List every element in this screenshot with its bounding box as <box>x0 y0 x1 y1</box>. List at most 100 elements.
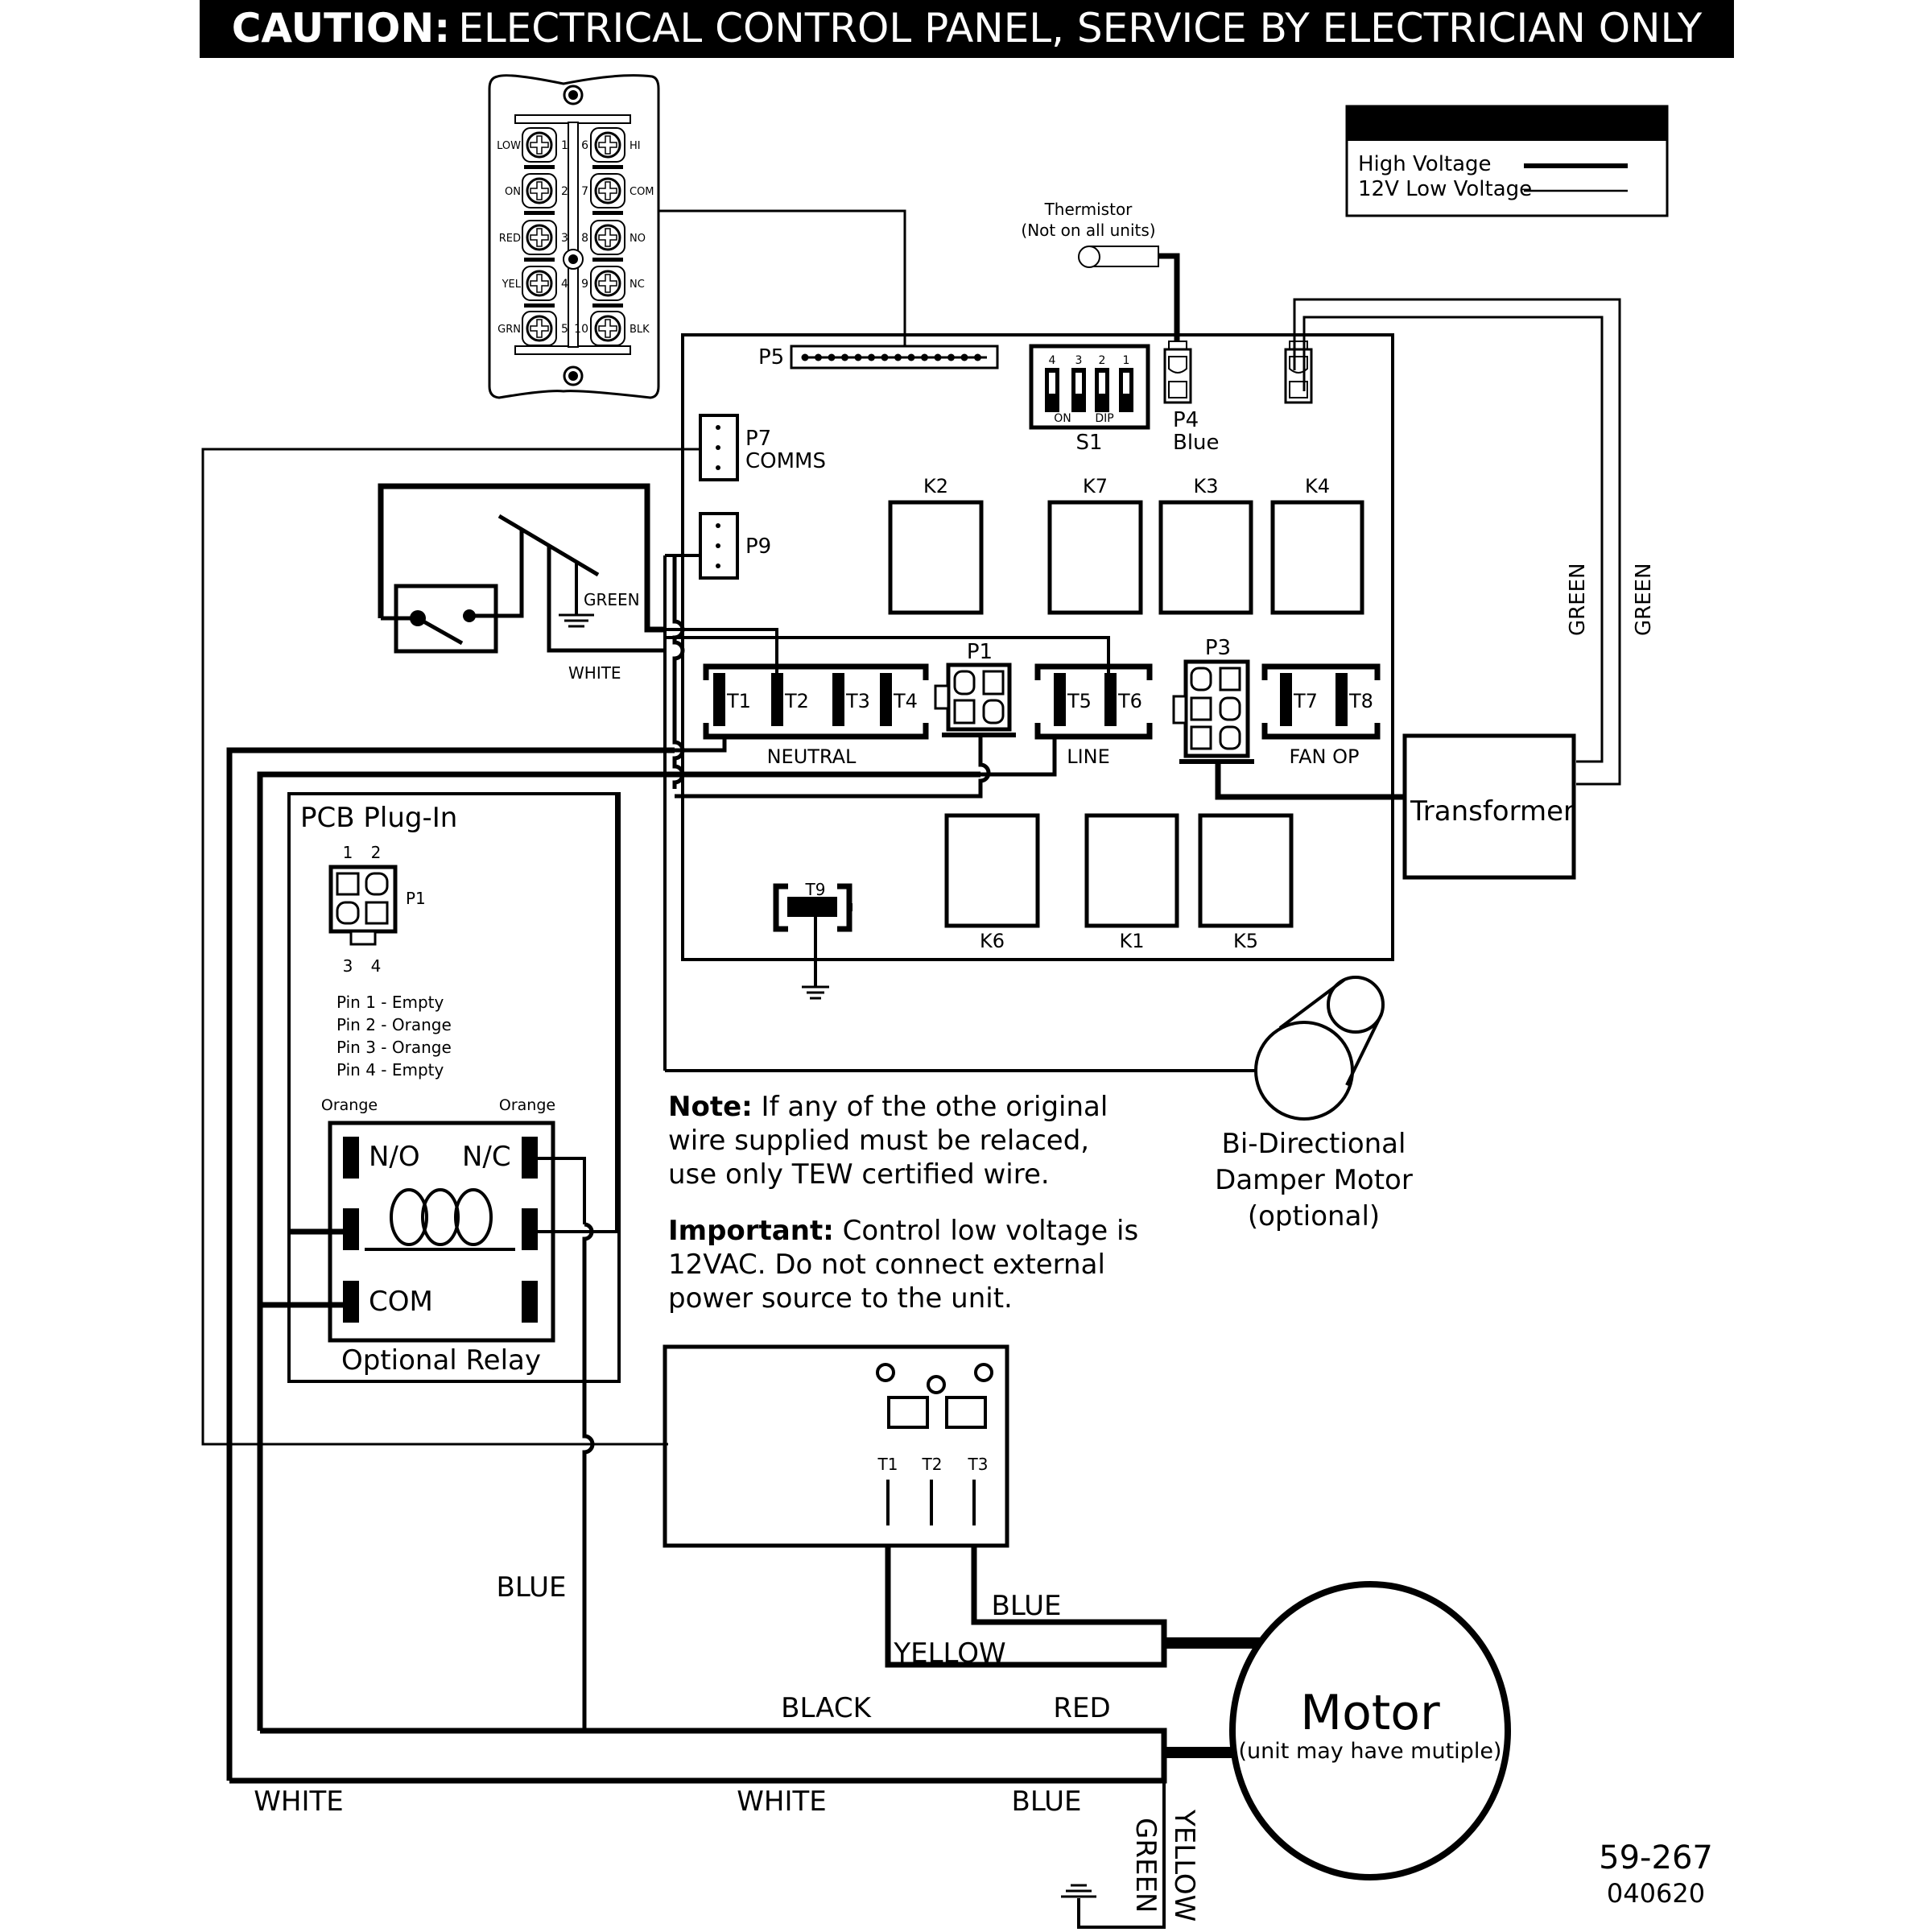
p5-pin <box>828 353 836 361</box>
terminal-screw-4[interactable] <box>522 266 557 301</box>
terminal-blade-t1[interactable] <box>713 673 725 726</box>
capacitor-hole-3 <box>974 1363 993 1382</box>
terminal-screw-6[interactable] <box>590 127 625 163</box>
pin-desc-1: Pin 1 - Empty <box>336 993 444 1012</box>
nc-wire <box>538 1157 586 1224</box>
t9-blade <box>787 897 837 917</box>
p5-pin <box>907 353 915 361</box>
board-p3-pin-1 <box>1190 667 1212 691</box>
limit-switch-lead-right <box>469 530 524 618</box>
note-text-1: If any of the othe original <box>753 1091 1108 1123</box>
board-p1-pin-4 <box>982 699 1005 724</box>
motor: Motor (unit may have mutiple) <box>1229 1581 1511 1880</box>
terminal-screw-8[interactable] <box>590 220 625 255</box>
board-p1-pin-3 <box>953 699 976 724</box>
white-neutral-run <box>226 747 675 1781</box>
board-p3-pin-5 <box>1190 725 1212 750</box>
terminal-screw-2[interactable] <box>522 173 557 208</box>
motor-subtitle: (unit may have mutiple) <box>1239 1739 1502 1764</box>
board-p3-pin-3 <box>1190 696 1212 721</box>
screw-cross-icon <box>598 274 617 293</box>
p4-color-label: Blue <box>1173 431 1220 455</box>
terminal-blade-t7[interactable] <box>1280 673 1292 726</box>
transformer-low-voltage-connector: GREEN GREEN <box>1284 298 1656 786</box>
wire-to-t2 <box>647 628 778 694</box>
wire-label-green-vertical: GREEN <box>1129 1818 1162 1913</box>
terminal-number-label: 3 <box>561 232 568 245</box>
terminal-screw-5[interactable] <box>522 311 557 346</box>
terminal-blade-t2[interactable] <box>771 673 783 726</box>
terminal-screw-7[interactable] <box>590 173 625 208</box>
p5-pin <box>801 353 809 361</box>
strip-bracket-bottom <box>1261 723 1381 740</box>
wire-label-blue-bottom: BLUE <box>1012 1785 1082 1818</box>
terminal-label-t7: T7 <box>1293 690 1318 712</box>
wire-label-yellow-cap: YELLOW <box>893 1637 1005 1670</box>
dip-number-label: 2 <box>1099 354 1106 367</box>
plugin-p1-pin-2 <box>365 872 389 896</box>
transformer-green-wire-outer <box>1293 298 1621 786</box>
pin-num-1: 1 <box>343 843 353 862</box>
dip-toggle-2[interactable] <box>1095 368 1109 412</box>
board-p1-pin-2 <box>982 670 1005 696</box>
screw-cross-icon <box>530 181 549 200</box>
p5-pin <box>881 353 889 361</box>
pcb-plugin-box <box>287 792 621 1383</box>
plugin-p1-latch <box>349 930 377 946</box>
terminal-blade-t3[interactable] <box>832 673 844 726</box>
dip-number-label: 4 <box>1049 354 1056 367</box>
terminal-name-label: ON <box>505 186 521 198</box>
relay-pin-no <box>343 1137 359 1179</box>
damper-belt-1 <box>1278 978 1346 1030</box>
line-terminal-strip-caption: LINE <box>1067 745 1110 768</box>
terminal-name-label: RED <box>499 233 521 245</box>
terminal-label-t6: T6 <box>1117 690 1142 712</box>
board-p1-label: P1 <box>967 640 993 664</box>
white-wire <box>547 546 665 653</box>
damper-motor: Bi-Directional Damper Motor (optional) <box>663 554 1413 1232</box>
terminal-number-label: 10 <box>574 323 588 336</box>
line-to-t5 <box>980 736 1057 777</box>
p5-pin <box>947 353 955 361</box>
terminal-label-t1: T1 <box>726 690 751 712</box>
relay-pin-spare <box>522 1281 538 1323</box>
terminal-screw-1[interactable] <box>522 127 557 163</box>
terminal-screw-9[interactable] <box>590 266 625 301</box>
board-p3-pin-4 <box>1219 696 1241 721</box>
dip-toggle-3[interactable] <box>1071 368 1086 412</box>
transformer: Transformer <box>1215 733 1576 880</box>
banner-text: CAUTION:ELECTRICAL CONTROL PANEL, SERVIC… <box>232 5 1703 52</box>
terminal-blade-t8[interactable] <box>1335 673 1348 726</box>
relay-k1 <box>1084 813 1179 928</box>
dip-toggle-1[interactable] <box>1119 368 1133 412</box>
dip-toggle-4[interactable] <box>1045 368 1059 412</box>
board-p1-latch <box>934 684 950 710</box>
wire-label-black: BLACK <box>781 1692 872 1724</box>
legend-title: Legend <box>1459 108 1554 138</box>
p7-sub-label: COMMS <box>745 449 826 473</box>
legend-item-low-voltage: 12V Low Voltage <box>1358 177 1532 201</box>
bus-hop-wire <box>672 555 685 789</box>
terminal-screw-3[interactable] <box>522 220 557 255</box>
cap-terminal-t1: T1 <box>877 1455 898 1474</box>
terminal-separator <box>524 303 555 308</box>
terminal-blade-t4[interactable] <box>880 673 892 726</box>
damper-line-1: Bi-Directional <box>1222 1128 1406 1160</box>
terminal-blade-t5[interactable] <box>1054 673 1066 726</box>
terminal-name-label: COM <box>630 186 654 198</box>
terminal-screw-10[interactable] <box>590 311 625 346</box>
motor-circle <box>1229 1581 1511 1880</box>
t9-tab <box>849 903 852 911</box>
terminal-label-t4: T4 <box>893 690 918 712</box>
board-p3-latch <box>1172 695 1187 724</box>
terminal-blade-t6[interactable] <box>1104 673 1117 726</box>
t9-bracket-right <box>837 883 852 932</box>
plugin-p1-label: P1 <box>406 889 426 908</box>
wire-label-red: RED <box>1053 1692 1110 1724</box>
p5-pin <box>894 353 902 361</box>
relay-pin-com <box>343 1281 359 1323</box>
p5-pin <box>960 353 968 361</box>
plugin-p1-pin-1 <box>336 872 360 896</box>
